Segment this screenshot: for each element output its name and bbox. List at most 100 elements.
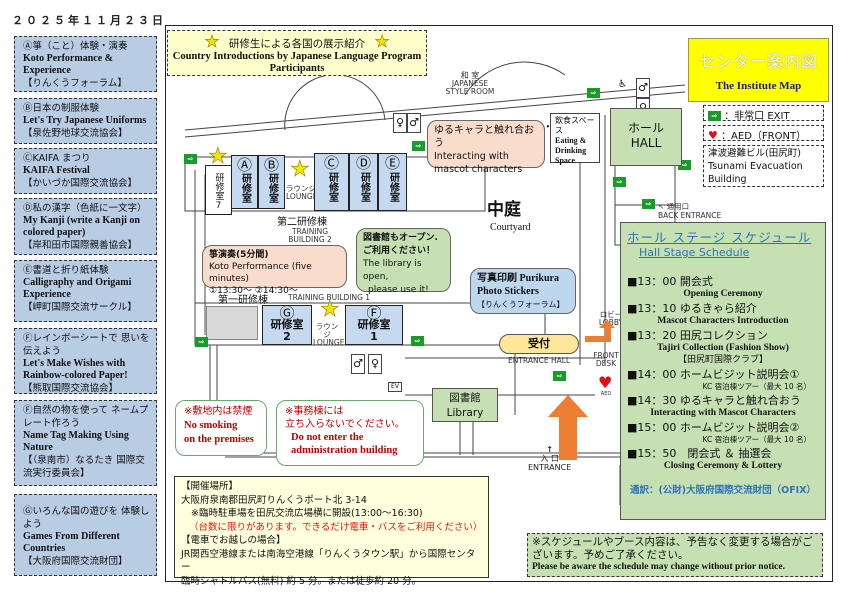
restroom-icon: ♂ (407, 113, 421, 133)
booth-title-en: Let's Try Japanese Uniforms (23, 115, 147, 126)
lounge-label: ラウンジ LOUNGE (313, 323, 345, 347)
legend-tsunami: 津波避難ビル(田尻町) Tsunami Evacuation Building (703, 145, 824, 187)
lobby-arrow-icon (585, 320, 615, 342)
lounge-jp: ラウンジ (286, 184, 316, 193)
entrance-arrow-icon (548, 395, 588, 460)
schedule-note: KC 宿泊棟ツアー（最大 10 名） (702, 382, 812, 391)
schedule-disclaimer: ※スケジュールやブース内容は、予告なく変更する場合がございます。予めご了承くださ… (527, 533, 823, 577)
room-1: Ⓕ 研修室 1 (345, 305, 403, 345)
booth-marker: Ⓑ (263, 156, 279, 174)
booth-title-en: Calligraphy and Origami Experience (23, 277, 132, 300)
hall-en: HALL (630, 136, 662, 150)
star-icon: ★ (290, 157, 310, 182)
lobby-en: LOBBY (598, 318, 624, 327)
japanese-room-jp: 和 室 (460, 71, 480, 80)
aed-heart-icon: ♥ (708, 129, 718, 142)
legend-exit: ⇨ ：非常口 EXIT (703, 105, 824, 122)
hall-jp: ホール (627, 121, 664, 135)
lobby-label: ロビー LOBBY (596, 311, 626, 327)
booth-title-en: Let's Make Wishes with Rainbow-colored P… (23, 358, 128, 381)
legend-aed: ♥ ：AED（FRONT） (703, 125, 824, 142)
lounge-en: LOUNGE (313, 338, 345, 347)
exit-sign-icon: ⇨ (195, 337, 208, 347)
booth-title-jp: ⒸKAIFA まつり (23, 153, 91, 164)
mascot-bubble-jp: ゆるキャラと触れ合おう (434, 125, 534, 149)
room-number: 2 (283, 330, 291, 343)
booth-marker: Ⓕ (366, 304, 382, 322)
room-number: 1 (370, 330, 378, 343)
booth-org: 【岸和田市国際親善協会】 (23, 240, 138, 251)
no-entry-jp: ※事務棟には (285, 406, 344, 417)
room-name: 研修室 (266, 173, 278, 203)
interpreter-note: 通訳：(公財)大阪府国際交流財団（OFIX） (629, 485, 817, 496)
booth-org: 【かいづか国際交流協会】 (23, 178, 138, 189)
booth-title-jp: Ⓔ書道と折り紙体験 (23, 265, 109, 276)
disclaimer-en: Please be aware the schedule may change … (532, 562, 785, 572)
booth-title-en: Games From Different Countries (23, 531, 120, 554)
room-8: Ⓐ 研修室 (231, 155, 258, 209)
schedule-time: ■14：00 ホームビジット説明会① (627, 368, 800, 381)
building2-label-jp: 第二研修棟 (277, 217, 327, 228)
schedule-desc: Interacting with Mascot Characters (650, 408, 796, 418)
no-smoking-jp: ※敷地内は禁煙 (184, 406, 253, 417)
booth-marker: Ⓒ (323, 154, 339, 172)
library-bubble-en: The library is open, (363, 259, 422, 282)
booth-org: 【大阪府国際交流財団】 (23, 556, 128, 567)
room-number: 7 (215, 201, 222, 211)
exit-sign-icon: ⇨ (411, 336, 424, 346)
venue-heading: 【開催場所】 (181, 481, 239, 492)
booth-org: 【りんくうフォーラム】 (23, 78, 127, 89)
schedule-time: ■13：10 ゆるきゃら紹介 (627, 302, 757, 315)
schedule-time: ■15：50 閉会式 ＆ 抽選会 (627, 447, 772, 460)
schedule-title-en: Hall Stage Schedule (639, 246, 750, 259)
koto-bubble-jp: 箏演奏(5分間) (209, 250, 269, 260)
schedule-time: ■13：20 田尻コレクション (627, 329, 768, 342)
room-name: 研修室 (387, 172, 399, 202)
lounge-label: ラウンジ LOUNGE (286, 184, 318, 201)
storage-area (206, 306, 258, 340)
entrance-en: ENTRANCE (528, 463, 572, 472)
venue-parking-note: （台数に限りがあります。できるだけ電車・バスをご利用ください） (189, 521, 483, 533)
country-intro-box: ★ 研修生による各国の展示紹介 ★ Country Introductions … (167, 30, 427, 76)
courtyard-label-en: Courtyard (490, 222, 531, 233)
restroom-icon: ♀ (368, 354, 382, 374)
schedule-desc: Opening Ceremony (683, 289, 763, 299)
room-name: 研修室 (358, 172, 370, 202)
room-name: 研修室 (326, 172, 338, 202)
no-entry-jp: 立ち入らないでください。 (285, 419, 405, 430)
schedule-note: KC 宿泊棟ツアー（最大 10 名） (702, 435, 812, 444)
lounge-en: LOUNGE (286, 192, 318, 201)
map-title-en: The Institute Map (715, 80, 802, 92)
booth-item: Ⓔ書道と折り紙体験 Calligraphy and Origami Experi… (14, 260, 157, 322)
room-name: 研修室 (213, 172, 224, 200)
booth-item: ⒸKAIFA まつり KAIFA Festival 【かいづか国際交流協会】 (14, 148, 157, 194)
booth-title-en: KAIFA Festival (23, 165, 90, 176)
room-2: Ⓖ 研修室 2 (262, 305, 312, 345)
booth-marker: Ⓐ (236, 156, 252, 174)
star-icon: ★ (208, 144, 228, 169)
koto-bubble-en: Koto Performance (five minutes) (209, 262, 312, 284)
booth-title-en: Name Tag Making Using Nature (23, 430, 129, 453)
train-heading: 【電車でお越しの場合】 (181, 535, 286, 546)
purikura-bubble: 写真印刷 Purikura Photo Stickers 【りんくうフォーラム】 (470, 268, 576, 314)
venue-address: 大阪府泉南郡田尻町りんくうポート北 3-14 (181, 494, 367, 506)
no-smoking-en: on the premises (184, 434, 254, 445)
room-11: Ⓓ 研修室 (349, 153, 378, 211)
disclaimer-jp: ※スケジュールやブース内容は、予告なく変更する場合がございます。予めご了承くださ… (532, 536, 813, 561)
arrow-up-left-icon: ↖ (658, 202, 665, 211)
star-icon: ★ (204, 32, 220, 52)
booth-item: Ⓑ日本の制服体験 Let's Try Japanese Uniforms 【泉佐… (14, 98, 157, 144)
room-12: Ⓔ 研修室 (378, 153, 407, 211)
booth-title-jp: Ⓕ自然の物を使って ネームプレート作ろう (23, 405, 149, 429)
room-name: 研修室 (239, 173, 251, 203)
exit-sign-icon: ⇨ (184, 154, 197, 164)
library-bubble-en: please use it! (368, 285, 429, 295)
exit-sign-icon: ⇨ (587, 88, 600, 98)
schedule-item: ■14：00 ホームビジット説明会① KC 宿泊棟ツアー（最大 10 名） (627, 368, 819, 392)
japanese-room-label: 和 室 JAPANESE STYLE ROOM (440, 72, 500, 96)
star-icon: ★ (374, 32, 390, 52)
mascot-bubble: ゆるキャラと触れ合おう Interacting with mascot char… (427, 120, 545, 175)
train-route: JR関西空港線または南海空港線「りんくうタウン駅」から国際センター (181, 548, 476, 574)
exit-sign-icon: ⇨ (708, 111, 721, 121)
schedule-item: ■13：20 田尻コレクション Tajiri Collection (Fashi… (627, 329, 819, 366)
